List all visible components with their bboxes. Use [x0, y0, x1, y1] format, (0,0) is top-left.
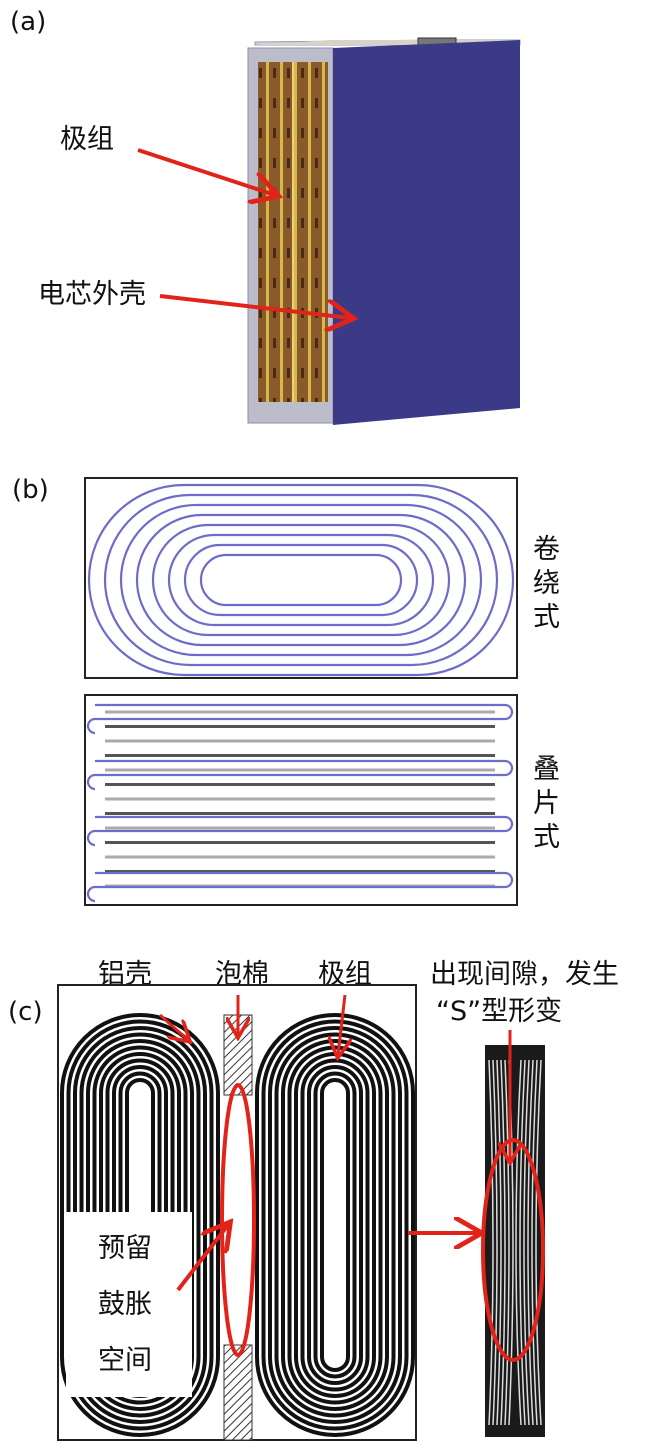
panel-a-tag: (a)	[10, 7, 46, 37]
label-stacked-2: 片	[533, 788, 560, 819]
ct-layer	[500, 1059, 530, 1426]
label-gap-1: 出现间隙，发生	[430, 959, 619, 990]
panel-c: (c) 铝壳 泡棉 极组 出现间隙，发生 “S”型形变 预留 鼓胀 空间	[8, 959, 619, 1441]
jelly-roll-layer	[255, 1013, 415, 1437]
label-stacked-1: 叠	[533, 754, 560, 785]
jelly-roll-layer	[320, 1078, 350, 1372]
reserved-space-box	[66, 1212, 192, 1397]
label-pack-a: 极组	[60, 124, 114, 155]
ct-scan-layers	[488, 1059, 542, 1426]
wound-case	[84, 477, 518, 679]
wound-loop	[199, 553, 403, 607]
wound-loop	[167, 533, 435, 627]
jelly-roll-layer	[313, 1071, 357, 1379]
jelly-roll-layer	[307, 1065, 363, 1385]
s-deformation-ellipse	[481, 1138, 545, 1362]
wound-loop	[87, 483, 515, 677]
ct-layer	[492, 1059, 538, 1426]
panel-a: (a) 极组 电芯外壳	[10, 7, 521, 425]
wound-loop	[183, 543, 419, 617]
label-wound-2: 绕	[533, 568, 560, 599]
stacked-layers	[86, 703, 514, 903]
ct-layer	[496, 1059, 534, 1426]
wound-loop	[119, 503, 483, 657]
label-stacked-3: 式	[533, 822, 560, 853]
separator-zigzag	[86, 703, 514, 903]
label-space-1: 预留	[98, 1233, 152, 1264]
wound-loop	[103, 493, 499, 667]
label-wound-1: 卷	[533, 534, 560, 565]
label-wound-3: 式	[533, 602, 560, 633]
foam-strip-bottom	[223, 1344, 253, 1441]
label-space-2: 鼓胀	[98, 1289, 152, 1320]
wound-loop	[135, 513, 467, 647]
ct-layer	[504, 1059, 526, 1426]
jelly-roll-layer	[261, 1019, 409, 1431]
label-gap-2: “S”型形变	[436, 996, 562, 1027]
ct-layer	[488, 1059, 542, 1426]
jelly-roll-layer	[268, 1026, 402, 1424]
panel-b-tag: (b)	[12, 475, 49, 505]
label-space-3: 空间	[98, 1345, 152, 1376]
label-shell-a: 电芯外壳	[38, 279, 146, 310]
wound-coil	[87, 483, 515, 677]
panel-b: (b) 卷 绕 式 叠 片 式	[12, 475, 560, 906]
jelly-roll-layer	[274, 1032, 396, 1418]
wound-loop	[151, 523, 451, 637]
panel-c-tag: (c)	[8, 997, 43, 1027]
cell-shell-front	[333, 40, 520, 425]
